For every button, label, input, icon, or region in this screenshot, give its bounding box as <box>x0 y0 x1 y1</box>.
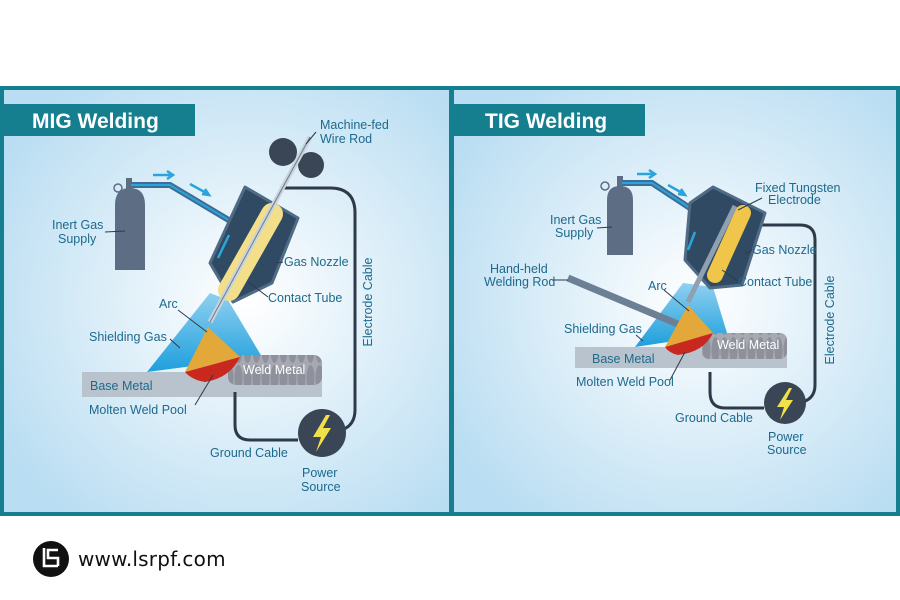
contact-tube <box>707 205 751 283</box>
welding-rod <box>566 274 682 329</box>
molten-weld-pool <box>185 357 240 382</box>
label-molten-weld-pool: Molten Weld Pool <box>576 375 674 389</box>
label-machine-fed: Machine-fed <box>320 118 389 132</box>
gas-flow-arrow-icons <box>153 169 212 197</box>
gas-cylinder-icon <box>113 178 145 270</box>
label-electrode-cable: Electrode Cable <box>823 275 837 364</box>
label-inert-gas: Inert Gas <box>550 213 601 227</box>
tig-diagram: TIG Welding <box>452 104 841 457</box>
label-supply: Supply <box>555 226 594 240</box>
label-base-metal: Base Metal <box>592 352 655 366</box>
power-source-icon <box>298 409 346 457</box>
label-supply: Supply <box>58 232 97 246</box>
label-wire-rod: Wire Rod <box>320 132 372 146</box>
label-ground-cable: Ground Cable <box>675 411 753 425</box>
ground-cable <box>233 392 298 442</box>
weld-metal <box>228 355 322 385</box>
label-base-metal: Base Metal <box>90 379 153 393</box>
leader-lines <box>552 197 763 381</box>
roller-icon <box>298 152 324 178</box>
label-fixed-tungsten: Fixed Tungsten <box>755 181 841 195</box>
mig-title: MIG Welding <box>32 110 159 133</box>
roller-icon <box>269 138 297 166</box>
label-weld-metal: Weld Metal <box>717 338 779 352</box>
label-ground-cable: Ground Cable <box>210 446 288 460</box>
label-gas-nozzle: Gas Nozzle <box>284 255 349 269</box>
label-gas-nozzle: Gas Nozzle <box>752 243 817 257</box>
label-welding-rod: Welding Rod <box>484 275 555 289</box>
molten-weld-pool <box>665 333 713 355</box>
tig-title: TIG Welding <box>485 110 607 133</box>
tig-title-bar <box>452 104 645 136</box>
ground-cable <box>708 372 764 410</box>
label-weld-metal: Weld Metal <box>243 363 305 377</box>
label-power: Power <box>302 466 337 480</box>
label-shielding-gas: Shielding Gas <box>89 330 167 344</box>
label-arc: Arc <box>159 297 178 311</box>
label-arc: Arc <box>648 279 667 293</box>
label-electrode-cable: Electrode Cable <box>361 257 375 346</box>
website-url: www.lsrpf.com <box>78 547 226 571</box>
gas-flow-arrow-icons <box>637 168 688 197</box>
label-contact-tube: Contact Tube <box>738 275 812 289</box>
lsrpf-logo-icon <box>33 541 69 577</box>
leader-lines <box>104 131 317 406</box>
mig-diagram: MIG Welding <box>2 104 389 494</box>
tungsten-electrode <box>685 204 738 304</box>
label-molten-weld-pool: Molten Weld Pool <box>89 403 187 417</box>
gas-cylinder-icon <box>600 176 633 255</box>
label-source: Source <box>767 443 807 457</box>
label-shielding-gas: Shielding Gas <box>564 322 642 336</box>
label-inert-gas: Inert Gas <box>52 218 103 232</box>
label-source: Source <box>301 480 341 494</box>
mig-title-bar <box>2 104 195 136</box>
weld-metal <box>702 333 787 359</box>
electrode-cable <box>282 186 357 432</box>
power-source-icon <box>764 382 806 424</box>
label-hand-held: Hand-held <box>490 262 548 276</box>
label-power: Power <box>768 430 803 444</box>
label-electrode: Electrode <box>768 193 821 207</box>
electrode-cable <box>745 223 817 404</box>
label-contact-tube: Contact Tube <box>268 291 342 305</box>
